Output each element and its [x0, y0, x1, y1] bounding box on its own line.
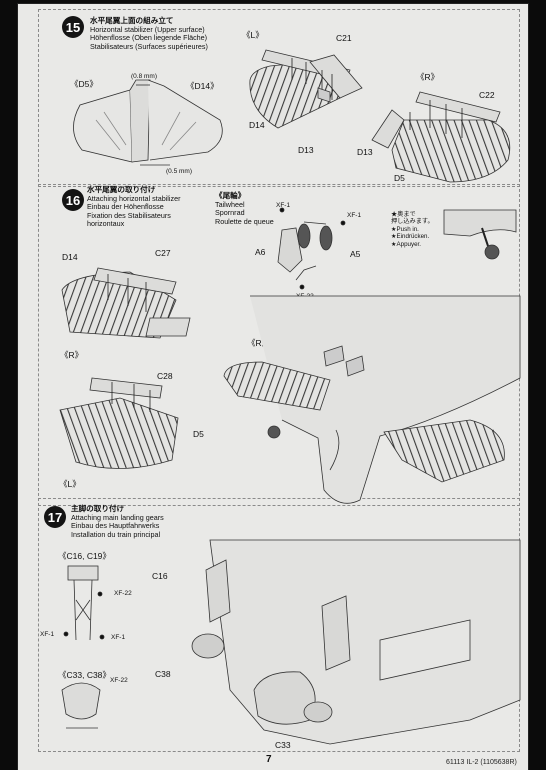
part-d5-label: D5: [193, 429, 204, 439]
paint-xf1-right-label: XF-1: [111, 634, 126, 641]
push-in-note-de: ★Eindrücken.: [391, 233, 430, 241]
part-c27-label: C27: [155, 248, 171, 258]
left-stabilizer-attach: [59, 377, 179, 469]
step-16-title-de: Einbau der Höhenflosse: [87, 202, 164, 212]
label-right-stab-2: 《R》: [247, 338, 271, 348]
part-c38-label: C38: [155, 669, 171, 679]
page-number: 7: [266, 754, 272, 765]
paint-xf1-label: XF-1: [276, 202, 291, 209]
label-d5-view: 《D5》: [70, 79, 98, 89]
part-a6-label: A6: [255, 247, 266, 257]
step-16-title-fr-2: horizontaux: [87, 219, 125, 229]
gear-strut-detail: [61, 565, 105, 729]
subview-c16-c19-label: 《C16, C19》: [58, 551, 111, 561]
step-15-panel: [38, 9, 520, 187]
label-left-view: 《L》: [242, 30, 264, 40]
kit-code: 61113 IL-2 (1105638R): [446, 759, 517, 766]
label-d14-view: 《D14》: [186, 81, 219, 91]
tailwheel-caption-jp: 《尾輪》: [215, 191, 246, 200]
right-stabilizer-attach: [61, 267, 191, 339]
dimension-08mm: (0.8 mm): [131, 73, 157, 80]
step-15-title: 水平尾翼上面の組み立て Horizontal stabilizer (Upper…: [90, 16, 208, 51]
push-in-note-jp-2: 押し込みます。: [391, 218, 434, 226]
subview-c33-c38-label: 《C33, C38》: [58, 670, 111, 680]
tailwheel-detail: [277, 207, 346, 290]
paint-xf1b-label: XF-1: [347, 212, 362, 219]
step-16-title-jp: 水平尾翼の取り付け: [87, 185, 156, 194]
tailwheel-caption-de: Spornrad: [215, 208, 245, 218]
part-d14-label: D14: [249, 120, 265, 130]
push-in-note-fr: ★Appuyer.: [391, 240, 421, 248]
part-d5-label: D5: [394, 173, 405, 183]
part-d14-label: D14: [62, 252, 78, 262]
stabilizer-open-view: [73, 79, 223, 166]
label-right-stab: 《R》: [60, 350, 84, 360]
paint-xf22-label: XF-22: [114, 590, 132, 597]
label-right-view: 《R》: [416, 72, 440, 82]
step-15-title-jp: 水平尾翼上面の組み立て: [90, 16, 174, 25]
part-c33-label: C33: [275, 740, 291, 750]
aircraft-underside: [191, 539, 521, 745]
step-15-title-fr: Stabilisateurs (Surfaces supérieures): [90, 41, 208, 51]
tailwheel-caption-en: Tailwheel: [215, 199, 245, 209]
step-15-title-de: Höhenflosse (Oben liegende Fläche): [90, 33, 208, 43]
part-c28-label: C28: [157, 371, 173, 381]
step-17-title-jp: 主脚の取り付け: [71, 504, 125, 513]
paint-xf1-left-label: XF-1: [40, 631, 55, 638]
fuselage-tail: [223, 295, 521, 504]
part-d13-label: D13: [298, 145, 314, 155]
step-15-title-en: Horizontal stabilizer (Upper surface): [90, 24, 205, 34]
step-17-title-de: Einbau des Hauptfahrwerks: [71, 521, 160, 531]
push-in-note: ★奥まで 押し込みます。 ★Push in. ★Eindrücken. ★App…: [391, 211, 434, 248]
step-16-number: 16: [62, 189, 84, 211]
tailwheel-caption: 《尾輪》 Tailwheel Spornrad Roulette de queu…: [215, 191, 274, 226]
step-16-title-fr: Fixation des Stabilisateurs: [87, 210, 171, 220]
part-a5-label: A5: [350, 249, 361, 259]
push-in-note-en: ★Push in.: [391, 225, 419, 233]
step-17-title-en: Attaching main landing gears: [71, 512, 164, 522]
dimension-05mm: (0.5 mm): [166, 168, 192, 175]
part-c22-label: C22: [479, 90, 495, 100]
part-d13b-label: D13: [357, 147, 373, 157]
step-16-title: 水平尾翼の取り付け Attaching horizontal stabilize…: [87, 185, 181, 229]
label-left-stab: 《L》: [59, 479, 81, 489]
right-stabilizer-assembly: [371, 91, 511, 183]
paint-xf22b-label: XF-22: [110, 677, 128, 684]
step-17-number: 17: [44, 506, 66, 528]
step-16-title-en: Attaching horizontal stabilizer: [87, 193, 181, 203]
part-c21-label: C21: [336, 33, 352, 43]
push-in-note-jp-1: ★奥まで: [391, 211, 416, 218]
part-c16-label: C16: [152, 571, 168, 581]
tailwheel-caption-fr: Roulette de queue: [215, 216, 274, 226]
left-stabilizer-assembly: [249, 49, 363, 129]
step-17-title: 主脚の取り付け Attaching main landing gears Ein…: [71, 504, 164, 539]
tailwheel-inset: [443, 209, 517, 260]
step-15-number: 15: [62, 16, 84, 38]
step-17-title-fr: Installation du train principal: [71, 529, 161, 539]
